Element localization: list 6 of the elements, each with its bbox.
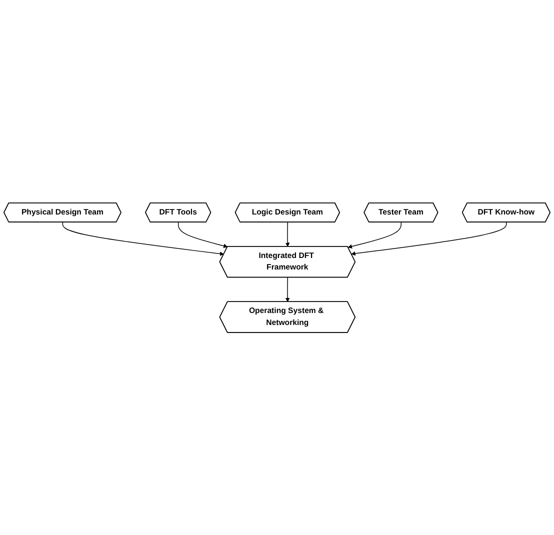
arrow (285, 276, 290, 302)
arrow (351, 222, 507, 256)
arrow (285, 222, 290, 247)
arrow (348, 222, 402, 248)
arrow (178, 222, 228, 248)
arrow (62, 222, 224, 256)
